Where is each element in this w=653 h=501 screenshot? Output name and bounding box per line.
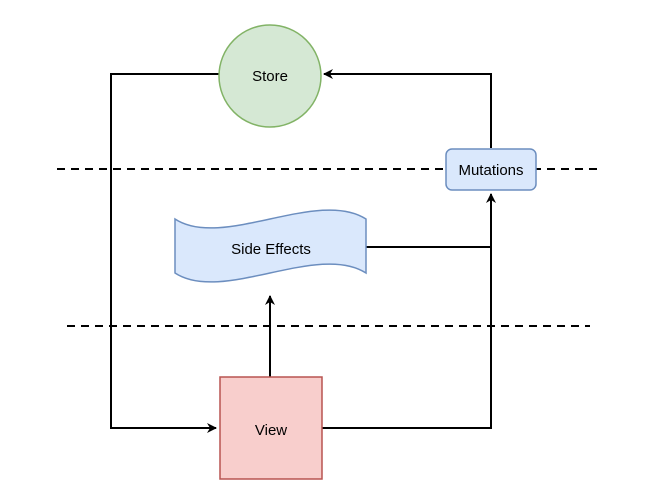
- edge-store-to-view: [110, 73, 220, 433]
- edge-view-to-mutations: [322, 193, 496, 429]
- store-circle: [218, 24, 322, 128]
- view-box: [219, 376, 323, 480]
- side-effects-banner: [174, 209, 367, 283]
- side-effects-node[interactable]: Side Effects: [174, 209, 367, 283]
- edge-mutations-to-store: [323, 69, 492, 148]
- store-label: Store: [252, 68, 288, 85]
- side-effects-label: Side Effects: [231, 241, 311, 258]
- mutations-node[interactable]: Mutations: [445, 148, 537, 191]
- store-node[interactable]: Store: [218, 24, 322, 128]
- view-label: View: [255, 422, 287, 439]
- mutations-box: [445, 148, 537, 191]
- mutations-label: Mutations: [458, 162, 523, 179]
- view-node[interactable]: View: [219, 376, 323, 480]
